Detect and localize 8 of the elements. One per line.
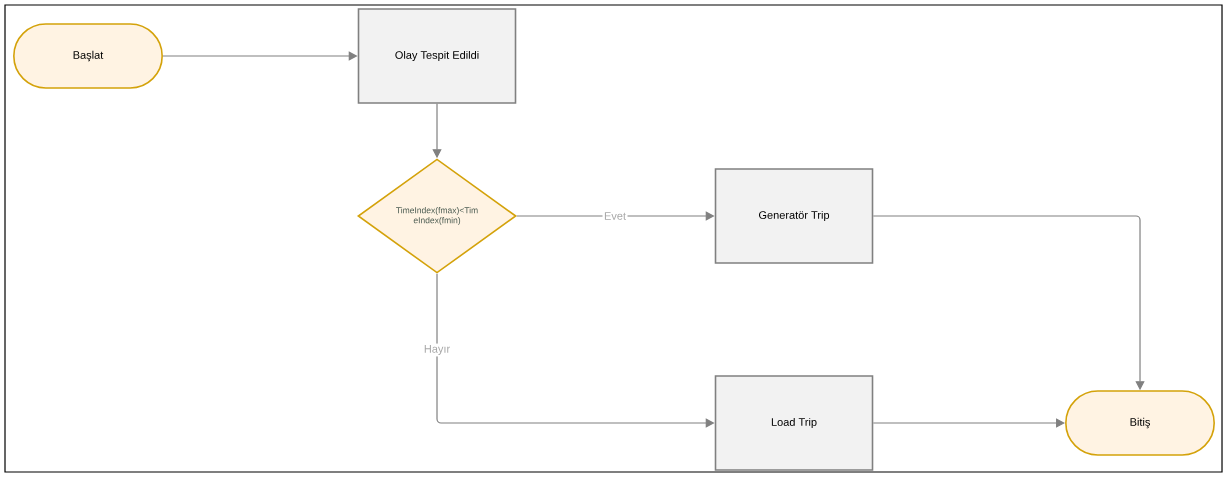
arrow [872, 418, 1065, 428]
edge-label: Evet [602, 210, 628, 222]
process-box: Generatör Trip [714, 168, 874, 264]
terminal-pill: Başlat [13, 23, 163, 89]
terminal-pill: Bitiş [1065, 390, 1215, 456]
edge-label: Hayır [422, 343, 452, 357]
process-box: Olay Tespit Edildi [357, 8, 517, 104]
process-box: Load Trip [714, 375, 874, 471]
